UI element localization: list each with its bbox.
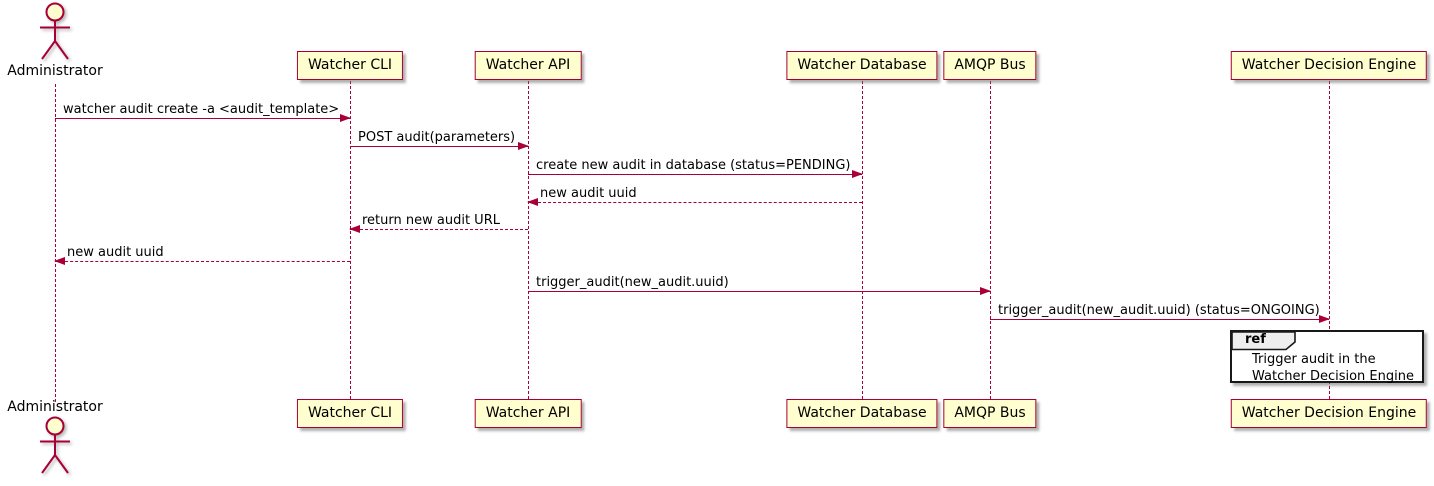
message-amqp-bus-to-watcher-decision-engine: trigger_audit(new_audit.uuid) (status=ON… bbox=[990, 303, 1330, 323]
message-label: new audit uuid bbox=[67, 245, 164, 260]
message-label: watcher audit create -a <audit_template> bbox=[63, 102, 340, 117]
ref-tab: ref bbox=[1231, 331, 1297, 351]
message-label: new audit uuid bbox=[540, 186, 637, 201]
arrowhead-icon bbox=[349, 225, 360, 233]
message-watcher-api-to-amqp-bus: trigger_audit(new_audit.uuid) bbox=[528, 275, 991, 295]
message-arrow-line bbox=[350, 146, 528, 147]
participant-box-watcher-cli: Watcher CLI bbox=[296, 399, 404, 428]
participant-box-watcher-database: Watcher Database bbox=[786, 51, 938, 80]
lifeline-watcher-decision-engine bbox=[1328, 81, 1330, 399]
arrowhead-icon bbox=[54, 257, 65, 265]
actor-label-administrator: Administrator bbox=[7, 63, 103, 79]
participant-box-amqp-bus: AMQP Bus bbox=[943, 51, 1037, 80]
message-arrow-line bbox=[528, 291, 990, 292]
message-watcher-cli-to-watcher-api: POST audit(parameters) bbox=[350, 130, 529, 150]
participant-box-watcher-cli: Watcher CLI bbox=[296, 51, 404, 80]
message-administrator-to-watcher-cli: watcher audit create -a <audit_template> bbox=[55, 102, 351, 122]
ref-text-line: Trigger audit in the bbox=[1252, 352, 1376, 367]
participant-box-watcher-decision-engine: Watcher Decision Engine bbox=[1230, 399, 1428, 428]
message-watcher-cli-to-administrator: new audit uuid bbox=[54, 245, 350, 265]
message-arrow-line bbox=[528, 174, 862, 175]
arrowhead-icon bbox=[980, 287, 991, 295]
message-label: trigger_audit(new_audit.uuid) bbox=[536, 275, 729, 290]
actor-icon-administrator bbox=[33, 1, 77, 67]
ref-fragment: ref Trigger audit in the Watcher Decisio… bbox=[1230, 330, 1424, 385]
participant-box-watcher-decision-engine: Watcher Decision Engine bbox=[1230, 51, 1428, 80]
actor-label-administrator: Administrator bbox=[7, 399, 103, 415]
participant-box-watcher-database: Watcher Database bbox=[786, 399, 938, 428]
message-watcher-api-to-watcher-database: create new audit in database (status=PEN… bbox=[528, 158, 863, 178]
message-arrow-line bbox=[990, 319, 1329, 320]
arrowhead-icon bbox=[518, 142, 529, 150]
lifeline-watcher-api bbox=[527, 81, 529, 399]
message-watcher-database-to-watcher-api: new audit uuid bbox=[527, 186, 862, 206]
lifeline-watcher-database bbox=[861, 81, 863, 399]
message-label: create new audit in database (status=PEN… bbox=[536, 158, 851, 173]
ref-tab-pentagon-icon bbox=[1231, 331, 1296, 351]
arrowhead-icon bbox=[1319, 315, 1330, 323]
participant-box-amqp-bus: AMQP Bus bbox=[943, 399, 1037, 428]
lifeline-watcher-cli bbox=[349, 81, 351, 399]
ref-body: Trigger audit in the Watcher Decision En… bbox=[1252, 352, 1414, 385]
arrowhead-icon bbox=[340, 114, 351, 122]
participant-box-watcher-api: Watcher API bbox=[474, 51, 582, 80]
return-arrow-line bbox=[528, 202, 862, 203]
lifeline-administrator bbox=[54, 84, 56, 402]
arrowhead-icon bbox=[852, 170, 863, 178]
participant-box-watcher-api: Watcher API bbox=[474, 399, 582, 428]
return-arrow-line bbox=[350, 229, 528, 230]
message-label: return new audit URL bbox=[362, 213, 500, 228]
return-arrow-line bbox=[55, 261, 350, 262]
ref-text-line: Watcher Decision Engine bbox=[1252, 368, 1414, 384]
message-label: POST audit(parameters) bbox=[358, 130, 516, 145]
message-label: trigger_audit(new_audit.uuid) (status=ON… bbox=[998, 303, 1320, 318]
arrowhead-icon bbox=[527, 198, 538, 206]
ref-keyword: ref bbox=[1245, 332, 1266, 347]
lifeline-amqp-bus bbox=[989, 81, 991, 399]
message-watcher-api-to-watcher-cli: return new audit URL bbox=[349, 213, 528, 233]
message-arrow-line bbox=[55, 118, 350, 119]
actor-icon-administrator bbox=[33, 415, 77, 481]
